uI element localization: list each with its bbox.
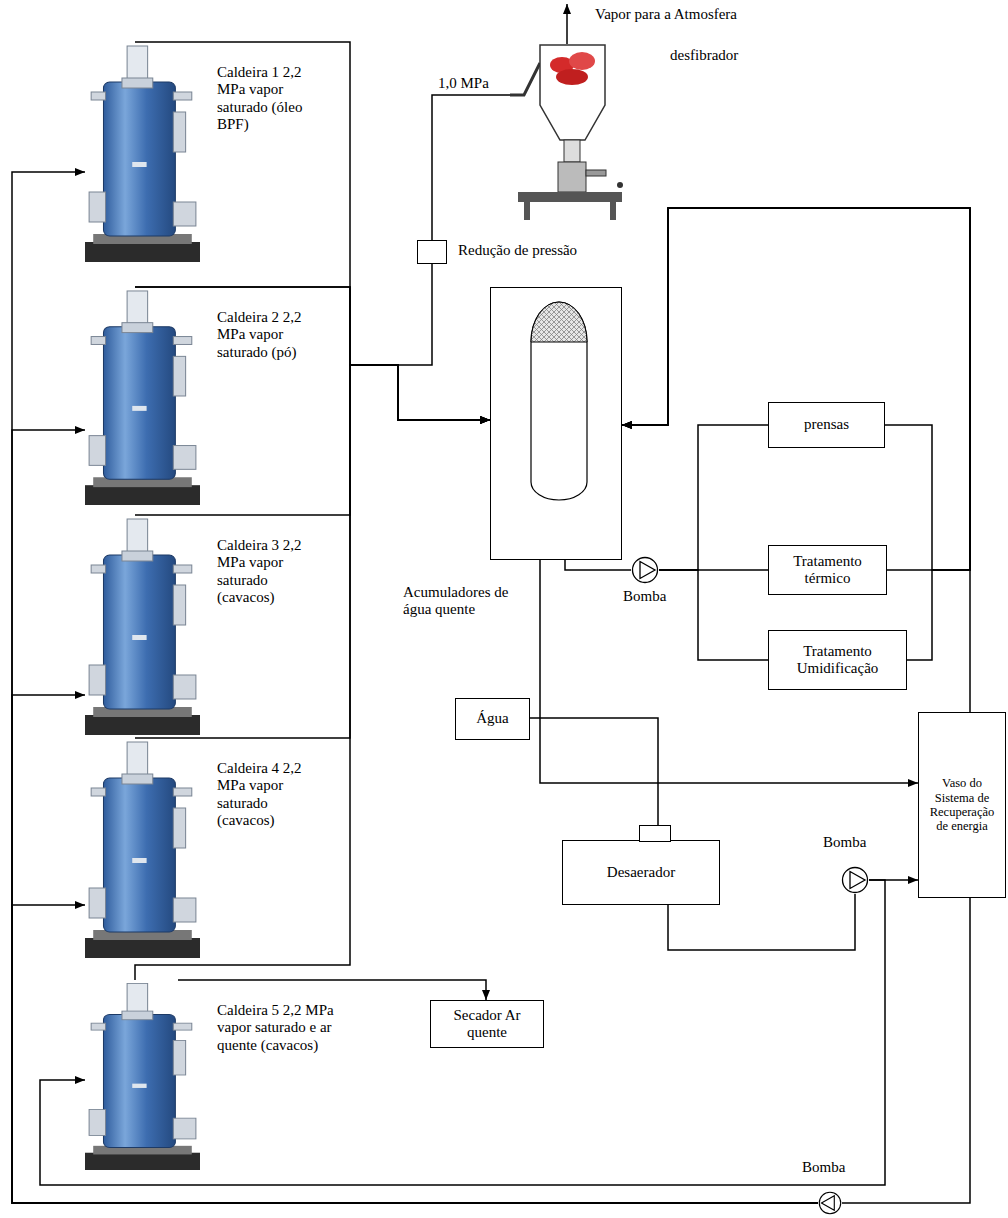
pump-illustration — [631, 556, 659, 584]
pipe-connector — [135, 287, 490, 420]
process-box: Vaso do Sistema de Recuperação de energi… — [918, 712, 1006, 898]
box-label: prensas — [804, 416, 849, 433]
equipment-label: Redução de pressão — [458, 242, 577, 259]
pipe-connector — [12, 430, 818, 1203]
equipment-label: Acumuladores de água quente — [403, 584, 511, 619]
pipe-connector — [12, 172, 818, 1203]
pipe-connector — [530, 718, 658, 840]
pump-symbol: Bomba — [631, 556, 659, 584]
pipe-connector — [178, 980, 486, 1000]
deaerator-inlet — [639, 825, 671, 842]
boiler-symbol — [85, 46, 200, 262]
pump-illustration — [818, 1191, 842, 1215]
equipment-label: Caldeira 3 2,2 MPa vapor saturado (cavac… — [217, 537, 309, 606]
equipment-label: Caldeira 5 2,2 MPa vapor saturado e ar q… — [217, 1002, 339, 1054]
pump-symbol — [819, 1192, 840, 1213]
process-box: Tratamento térmico — [768, 545, 887, 595]
process-box: Secador Ar quente — [430, 1000, 544, 1048]
note-label: 1,0 MPa — [438, 75, 489, 92]
box-label: Desaerador — [607, 864, 675, 881]
pump-symbol — [843, 868, 868, 893]
pump-symbol: Bomba — [841, 866, 869, 894]
process-box: Água — [455, 698, 530, 740]
pipe-connector — [565, 560, 631, 570]
pump-symbol: Bomba — [818, 1191, 842, 1215]
boiler-illustration — [85, 287, 200, 505]
note-label: Vapor para a Atmosfera — [595, 6, 737, 23]
vessel-illustration — [529, 297, 589, 502]
pipe-connector — [12, 695, 818, 1203]
box-label: Água — [476, 710, 509, 727]
equipment-label: Bomba — [623, 588, 666, 605]
pipe-connector — [842, 898, 970, 1203]
pipe-connector — [622, 208, 970, 660]
pipe-connector — [622, 208, 970, 570]
boiler-symbol — [85, 742, 200, 958]
process-box: prensas — [768, 402, 885, 448]
boiler-illustration — [85, 738, 200, 958]
boiler-unit: Caldeira 4 2,2 MPa vapor saturado (cavac… — [85, 738, 345, 958]
boiler-symbol — [85, 291, 200, 505]
pipe-connector — [432, 95, 510, 240]
boiler-unit: Caldeira 2 2,2 MPa vapor saturado (pó) — [85, 287, 345, 505]
desf-symbol — [510, 45, 623, 220]
box-label: Secador Ar quente — [437, 1007, 537, 1042]
boiler-unit: Caldeira 5 2,2 MPa vapor saturado e ar q… — [85, 980, 345, 1170]
boiler-illustration — [85, 980, 200, 1170]
pressure-reducer: Redução de pressão — [417, 240, 447, 264]
process-box: Tratamento Umidificação — [768, 630, 907, 690]
boiler-symbol — [85, 983, 200, 1170]
vent-arrow — [566, 4, 568, 34]
defibrator: desfibrador — [510, 35, 625, 225]
pipe-connector — [659, 425, 768, 570]
pipe-connector — [659, 570, 768, 660]
pump-symbol — [633, 558, 658, 583]
pump-illustration — [841, 866, 869, 894]
box-label: Tratamento térmico — [775, 553, 880, 588]
boiler-illustration — [85, 515, 200, 735]
boiler-illustration — [85, 42, 200, 262]
vent-pipe — [566, 34, 568, 44]
boiler-unit: Caldeira 3 2,2 MPa vapor saturado (cavac… — [85, 515, 345, 735]
box-label: Tratamento Umidificação — [775, 643, 900, 678]
equipment-label: Bomba — [823, 834, 866, 851]
accumulator-frame: Acumuladores de água quente — [490, 287, 622, 560]
boiler-unit: Caldeira 1 2,2 MPa vapor saturado (óleo … — [85, 42, 345, 262]
boiler-symbol — [85, 519, 200, 735]
pipe-connector — [622, 208, 970, 570]
box-label: Vaso do Sistema de Recuperação de energi… — [925, 776, 999, 834]
equipment-label: Bomba — [802, 1159, 845, 1176]
equipment-label: desfibrador — [670, 47, 738, 64]
equipment-label: Caldeira 2 2,2 MPa vapor saturado (pó) — [217, 309, 309, 361]
desf-illustration — [510, 35, 625, 225]
equipment-label: Caldeira 1 2,2 MPa vapor saturado (óleo … — [217, 64, 309, 133]
pipe-connector — [622, 208, 970, 712]
pipe-connector — [135, 264, 432, 365]
equipment-label: Caldeira 4 2,2 MPa vapor saturado (cavac… — [217, 760, 309, 829]
vessel-symbol — [531, 302, 587, 500]
process-box: Desaerador — [562, 840, 720, 905]
